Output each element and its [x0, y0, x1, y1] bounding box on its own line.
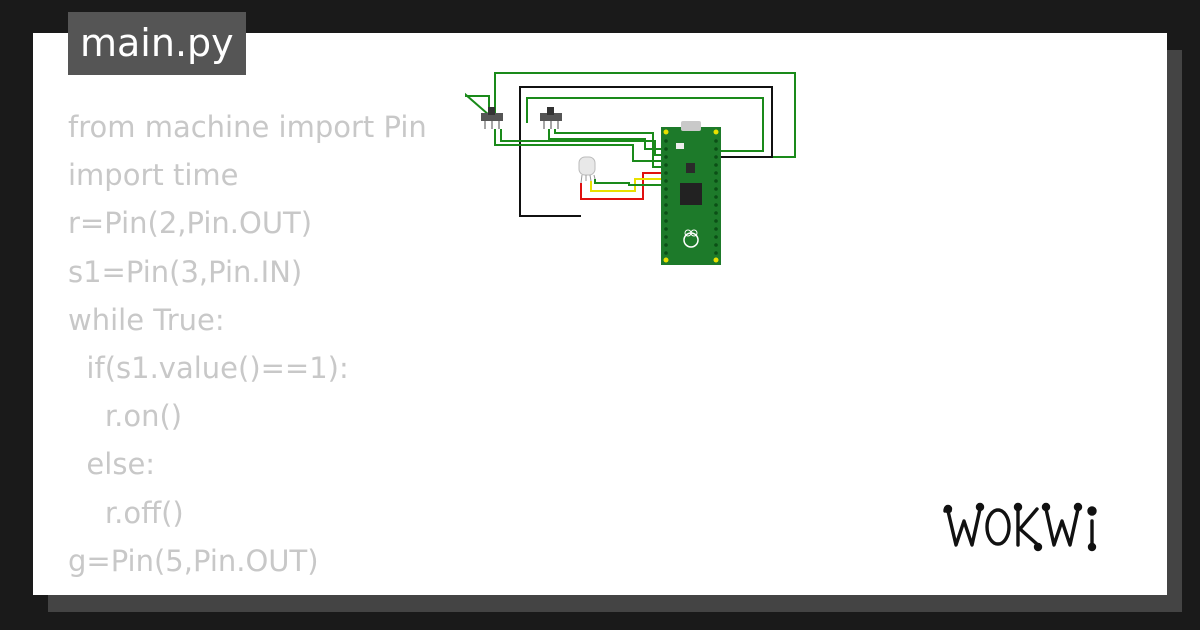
preview-card: from machine import Pin import time r=Pin(… — [33, 33, 1167, 595]
wire-green-led — [594, 179, 661, 186]
code-line-4: s1=Pin(3,Pin.IN) — [68, 254, 303, 289]
code-line-10: g=Pin(5,Pin.OUT) — [68, 543, 319, 578]
wire-green-s2-leg2 — [554, 129, 661, 168]
wire-green-s2-leg — [548, 129, 661, 150]
wire-red — [580, 172, 661, 200]
code-line-5: while True: — [68, 302, 225, 337]
rgb-led — [578, 156, 596, 184]
slide-switch-1 — [481, 107, 503, 129]
code-line-11: s2=Pin(4,Pin.IN) — [68, 585, 427, 595]
raspberry-pi-pico — [661, 121, 721, 265]
code-line-3: r=Pin(2,Pin.OUT) — [68, 206, 313, 241]
wokwi-logo — [943, 502, 1097, 552]
code-line-8: else: — [68, 447, 156, 482]
code-listing: from machine import Pin import time r=Pin(… — [68, 103, 427, 595]
code-line-2: import time — [68, 158, 239, 193]
circuit-diagram — [465, 72, 796, 265]
slide-switch-2 — [540, 107, 562, 129]
wire-black-outer — [519, 86, 773, 217]
file-tab: main.py — [68, 12, 246, 75]
code-line-7: r.on() — [68, 399, 183, 434]
code-line-9: r.off() — [68, 495, 184, 530]
wire-green-inner — [526, 97, 764, 152]
code-line-1: from machine import Pin — [68, 110, 427, 144]
wire-yellow — [590, 178, 661, 192]
wire-green-s1-leg2 — [500, 129, 661, 156]
code-line-6: if(s1.value()==1): — [68, 350, 349, 385]
wire-green-s1-leg — [494, 129, 661, 162]
wire-green-s1 — [465, 92, 490, 116]
